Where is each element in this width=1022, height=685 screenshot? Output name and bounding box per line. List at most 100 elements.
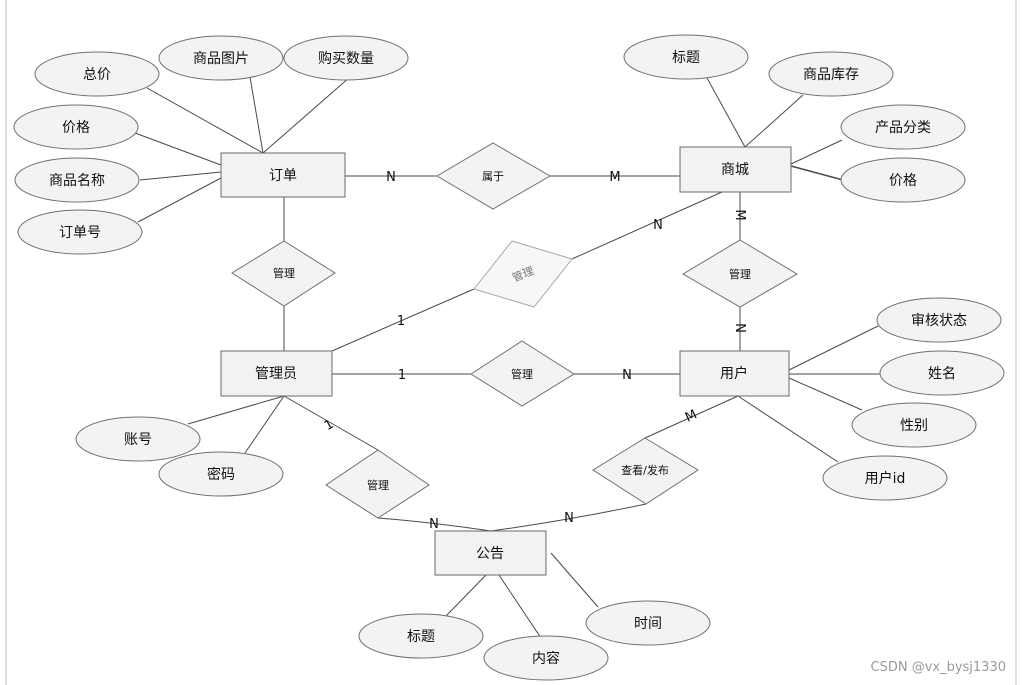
conn-user-status <box>788 325 879 371</box>
attribute-label: 商品名称 <box>49 173 105 189</box>
relationship-manage-notice-label: 管理 <box>367 478 389 492</box>
attribute-label: 时间 <box>634 616 662 632</box>
relationship-manage-user-label: 管理 <box>511 367 533 381</box>
relationship-manage-order-label: 管理 <box>273 266 295 280</box>
entity-user[interactable]: 用户 <box>679 350 790 397</box>
attribute-order-price[interactable]: 价格 <box>13 104 139 150</box>
attribute-admin-account[interactable]: 账号 <box>75 416 201 462</box>
attribute-label: 产品分类 <box>875 120 931 136</box>
entity-notice[interactable]: 公告 <box>434 530 547 576</box>
conn-mall-stock <box>744 94 804 148</box>
conn-order-price <box>134 132 222 166</box>
attribute-notice-time[interactable]: 时间 <box>585 600 711 646</box>
attribute-label: 商品库存 <box>803 67 859 83</box>
attribute-label: 标题 <box>407 629 435 645</box>
entity-admin[interactable]: 管理员 <box>220 350 333 397</box>
attribute-mall-title[interactable]: 标题 <box>623 34 749 80</box>
attribute-label: 标题 <box>672 50 700 66</box>
conn-notice-title <box>445 574 487 617</box>
watermark: CSDN @vx_bysj1330 <box>870 660 1007 675</box>
cardinality-user-notice-m: M <box>683 407 700 425</box>
conn-admin-account <box>187 395 285 425</box>
attribute-label: 姓名 <box>928 366 956 382</box>
attribute-label: 价格 <box>62 120 90 136</box>
conn-mall-price <box>790 165 844 181</box>
relationship-manage-notice[interactable]: 管理 <box>325 449 430 519</box>
cardinality-admin-notice-n: N <box>429 517 439 532</box>
attribute-order-image[interactable]: 商品图片 <box>158 35 284 81</box>
conn-mgnotice-notice <box>377 517 492 532</box>
attribute-label: 价格 <box>889 173 917 189</box>
cardinality-belongs-mall: M <box>609 170 620 185</box>
conn-mgmall-mall <box>571 191 723 260</box>
attribute-label: 商品图片 <box>193 51 249 67</box>
conn-admin-mgnotice <box>283 395 379 451</box>
connectors <box>134 76 881 639</box>
conn-user-id <box>737 395 839 463</box>
entity-admin-label: 管理员 <box>255 366 297 382</box>
attribute-user-name[interactable]: 姓名 <box>879 350 1005 396</box>
relationship-manage-user[interactable]: 管理 <box>470 340 575 407</box>
cardinality-labels: N M 1 N M N 1 N 1 N M N <box>322 170 747 532</box>
cardinality-user-notice-n: N <box>564 511 574 526</box>
conn-admin-mgmall <box>331 288 475 352</box>
cardinality-mall-user-m: M <box>732 209 747 220</box>
attribute-label: 用户id <box>865 470 906 487</box>
conn-order-image <box>249 76 264 154</box>
relationship-belongs-label: 属于 <box>482 170 504 183</box>
relationship-view-publish-label: 查看/发布 <box>621 463 669 477</box>
relationship-mall-user-label: 管理 <box>729 267 751 281</box>
attribute-mall-price[interactable]: 价格 <box>840 157 966 203</box>
conn-order-total <box>146 87 264 154</box>
conn-notice-time <box>550 552 599 608</box>
attribute-label: 性别 <box>900 418 928 434</box>
conn-viewpub-notice <box>490 503 647 532</box>
attribute-label: 审核状态 <box>911 313 967 329</box>
conn-order-qty <box>262 76 351 154</box>
relationship-view-publish[interactable]: 查看/发布 <box>592 437 699 505</box>
attribute-label: 密码 <box>207 466 235 483</box>
attribute-order-total[interactable]: 总价 <box>34 51 160 97</box>
relationship-manage-mall[interactable]: 管理 <box>473 240 573 308</box>
conn-mall-title <box>706 77 746 148</box>
conn-mall-category <box>790 139 843 165</box>
cardinality-admin-user-1: 1 <box>398 368 406 383</box>
attribute-mall-category[interactable]: 产品分类 <box>840 104 966 150</box>
conn-admin-password <box>244 395 285 454</box>
entity-order-label: 订单 <box>269 168 297 184</box>
entity-mall[interactable]: 商城 <box>679 146 792 193</box>
attribute-user-gender[interactable]: 性别 <box>851 402 977 448</box>
relationship-manage-order[interactable]: 管理 <box>231 240 336 307</box>
attribute-label: 订单号 <box>59 225 101 241</box>
cardinality-admin-mall-1: 1 <box>397 314 405 329</box>
cardinality-admin-user-n: N <box>622 368 632 383</box>
attribute-order-qty[interactable]: 购买数量 <box>283 35 409 81</box>
attribute-mall-stock[interactable]: 商品库存 <box>768 51 894 97</box>
entity-user-label: 用户 <box>720 365 748 382</box>
attribute-user-id[interactable]: 用户id <box>822 455 948 501</box>
cardinality-order-belongs: N <box>386 170 396 185</box>
entity-notice-label: 公告 <box>476 546 504 562</box>
conn-order-id <box>137 177 222 223</box>
attribute-label: 账号 <box>124 432 152 448</box>
cardinality-admin-mall-n: N <box>653 218 663 233</box>
attribute-admin-password[interactable]: 密码 <box>158 451 284 497</box>
attribute-notice-content[interactable]: 内容 <box>483 635 609 681</box>
attribute-label: 内容 <box>532 650 560 667</box>
attribute-order-id[interactable]: 订单号 <box>17 209 143 255</box>
entity-order[interactable]: 订单 <box>220 152 346 198</box>
relationship-mall-user[interactable]: 管理 <box>682 239 798 308</box>
conn-order-name <box>139 171 222 181</box>
conn-user-gender <box>788 377 863 411</box>
conn-notice-content <box>498 574 542 639</box>
cardinality-mall-user-n: N <box>732 323 747 333</box>
attribute-notice-title[interactable]: 标题 <box>358 613 484 659</box>
entity-mall-label: 商城 <box>721 162 749 178</box>
attribute-user-status[interactable]: 审核状态 <box>876 297 1002 343</box>
relationship-belongs[interactable]: 属于 <box>436 142 551 210</box>
attribute-label: 总价 <box>83 67 111 83</box>
attribute-label: 购买数量 <box>318 51 374 67</box>
attribute-order-name[interactable]: 商品名称 <box>14 157 140 203</box>
conn-user-viewpub <box>644 395 739 439</box>
